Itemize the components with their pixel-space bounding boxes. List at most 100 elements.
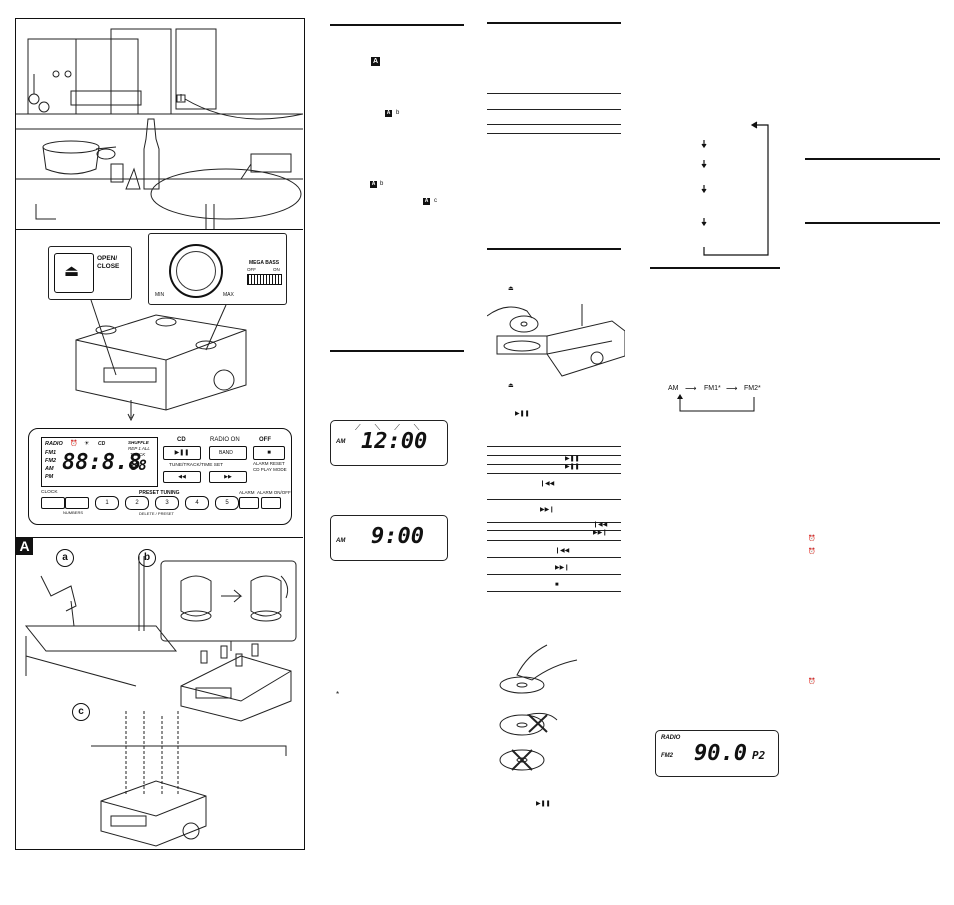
lcd-mode-pm: PM bbox=[45, 474, 54, 480]
eject-button: ⏏ bbox=[54, 253, 94, 293]
col2-table-rule-4 bbox=[487, 133, 621, 134]
alarm-label: ALARM bbox=[239, 490, 255, 495]
col2-table-rule-2 bbox=[487, 109, 621, 110]
col1-ref-b-circle: b bbox=[396, 110, 400, 116]
radio-display-preset: P2 bbox=[752, 749, 766, 762]
preset-button-5: 5 bbox=[215, 496, 239, 510]
col2-heading-rule-1 bbox=[487, 22, 621, 24]
col4-alarm-icon-1: ⏰ bbox=[808, 536, 816, 542]
col2-table-rule-3 bbox=[487, 124, 621, 125]
col4-heading-rule-2 bbox=[805, 222, 940, 224]
col2-table2-rule-9 bbox=[487, 557, 621, 558]
col4-alarm-icon-2: ⏰ bbox=[808, 549, 816, 555]
volume-knob-inner bbox=[176, 251, 216, 291]
col1-heading-rule-1 bbox=[330, 24, 464, 26]
col2-play-icon-1: ▶❚❚ bbox=[515, 411, 530, 417]
col3-heading-rule-1 bbox=[650, 267, 780, 269]
tune-label: TUNE/TRACK/TIME SET bbox=[169, 463, 224, 468]
lcd-mode-am: AM bbox=[45, 466, 54, 472]
radio-display-mode: RADIO bbox=[661, 735, 681, 741]
col2-table2-rule-10 bbox=[487, 574, 621, 575]
cd-play-mode-label: CD PLAY MODE bbox=[253, 467, 287, 472]
col2-prev-icon-1: ❙◀◀ bbox=[540, 481, 555, 487]
section-letter-badge: A bbox=[16, 538, 33, 555]
clock-label: CLOCK bbox=[41, 490, 58, 495]
col2-play-icon-3: ▶❚❚ bbox=[565, 464, 580, 470]
lcd-main-digits: 88:8.8 bbox=[62, 450, 142, 475]
col4-alarm-icon-3: ⏰ bbox=[808, 679, 816, 685]
step-c-circle: c bbox=[72, 703, 90, 721]
band-cycle-loop bbox=[677, 394, 755, 412]
clock-button bbox=[41, 497, 65, 509]
clock-display-2-time: 9:00 bbox=[371, 524, 424, 549]
lcd-sun-icon: ☀ bbox=[84, 441, 90, 447]
col2-play-icon-2: ▶❚❚ bbox=[565, 456, 580, 462]
eject-label: OPEN/ CLOSE bbox=[97, 255, 120, 270]
tune-up-button: ▶▶ bbox=[209, 471, 247, 483]
col2-prev-icon-3: ❙◀◀ bbox=[555, 548, 570, 554]
mega-bass-on: ON bbox=[273, 267, 280, 272]
clock-display-2-am: AM bbox=[336, 538, 346, 544]
lcd-cd-label: CD bbox=[98, 441, 106, 447]
lcd-rep-label: REP 1 ALL bbox=[128, 446, 150, 451]
band-fm1-label: FM1* bbox=[704, 385, 721, 392]
col2-stop-icon: ■ bbox=[555, 582, 559, 588]
col1-ref-a-badge-3: A bbox=[370, 181, 377, 188]
col1-ref-c-circle: c bbox=[434, 198, 437, 204]
band-arrow-1: ⟶ bbox=[685, 384, 697, 393]
numbers-label: NUMBERS bbox=[63, 510, 84, 515]
mega-bass-off: OFF bbox=[247, 267, 256, 272]
col2-next-icon-2: ▶▶❙ bbox=[593, 530, 608, 536]
col4-heading-rule-1 bbox=[805, 158, 940, 160]
figure-divider-2 bbox=[15, 537, 303, 538]
cd-label: CD bbox=[177, 437, 186, 443]
alarm-onoff-button bbox=[261, 497, 281, 509]
mega-bass-switch bbox=[247, 274, 282, 285]
col2-table2-rule-8 bbox=[487, 540, 621, 541]
mode-cycle-arrows bbox=[701, 121, 769, 256]
lcd-track-label: TRACK bbox=[130, 452, 146, 457]
band-button: BAND bbox=[209, 446, 247, 460]
col1-asterisk: * bbox=[336, 690, 340, 699]
alarm-onoff-label: ALARM ON/OFF bbox=[257, 490, 291, 495]
lcd-shuffle-label: SHUFFLE bbox=[128, 440, 149, 445]
lcd-alarm-icon: ⏰ bbox=[70, 441, 78, 447]
eject-callout: ⏏ OPEN/ CLOSE bbox=[48, 246, 132, 300]
col2-table2-rule-11 bbox=[487, 591, 621, 592]
col2-table2-rule-1 bbox=[487, 446, 621, 447]
col1-ref-a-badge: A bbox=[371, 57, 380, 66]
volume-callout: MIN MAX MEGA BASS OFF ON bbox=[148, 233, 287, 305]
lcd-mode-radio: RADIO bbox=[45, 441, 63, 447]
delete-preset-label: DELETE / PRESET bbox=[139, 511, 174, 516]
col2-table2-rule-7 bbox=[487, 530, 621, 531]
band-arrow-2: ⟶ bbox=[726, 384, 738, 393]
band-am-label: AM bbox=[668, 385, 679, 392]
lcd-track-digits: 88 bbox=[130, 458, 147, 474]
step-a-circle: a bbox=[56, 549, 74, 567]
front-panel: RADIO FM1 FM2 AM PM ⏰ ☀ CD SHUFFLE REP 1… bbox=[28, 428, 292, 525]
col2-table2-rule-3 bbox=[487, 464, 621, 465]
preset-button-1: 1 bbox=[95, 496, 119, 510]
clock-display-1-am: AM bbox=[336, 439, 346, 445]
preset-button-3: 3 bbox=[155, 496, 179, 510]
unit-illustration bbox=[75, 300, 247, 422]
cd-loading-illustration bbox=[487, 304, 625, 377]
col2-table-rule-1 bbox=[487, 93, 621, 94]
preset-button-2: 2 bbox=[125, 496, 149, 510]
disc-handling-illustration bbox=[499, 644, 578, 771]
col2-prev-icon-2: ❙◀◀ bbox=[593, 522, 608, 528]
off-label: OFF bbox=[259, 437, 271, 443]
col2-eject-icon-2: ⏏ bbox=[508, 383, 514, 389]
alarm-button bbox=[239, 497, 259, 509]
col2-next-icon-1: ▶▶❙ bbox=[540, 507, 555, 513]
kitchen-illustration bbox=[16, 28, 303, 229]
col1-ref-a-badge-2: A bbox=[385, 110, 392, 117]
band-button-label: BAND bbox=[219, 450, 233, 456]
col1-ref-b-circle-2: b bbox=[380, 181, 384, 187]
col1-heading-rule-2 bbox=[330, 350, 464, 352]
alarm-reset-label: ALARM RESET bbox=[253, 461, 285, 466]
radio-display-freq: 90.0 bbox=[694, 741, 747, 766]
col1-ref-a-badge-4: A bbox=[423, 198, 430, 205]
radio-display-band: FM2 bbox=[661, 753, 673, 759]
col2-eject-icon-1: ⏏ bbox=[508, 286, 514, 292]
